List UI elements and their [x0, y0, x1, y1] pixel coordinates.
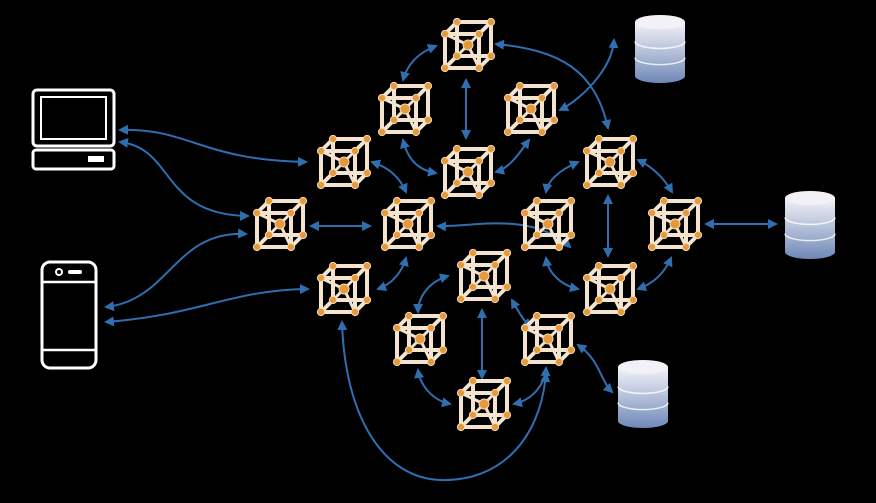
cube-node-icon: [440, 144, 496, 200]
cube-node-icon: [252, 196, 308, 252]
cube-node-icon: [377, 81, 433, 137]
connection-arrow: [542, 160, 580, 194]
cube-node-icon: [316, 261, 372, 317]
cube-node-icon: [392, 311, 448, 367]
connection-arrow: [118, 124, 308, 167]
client-devices: [31, 88, 116, 370]
connection-arrow: [558, 38, 619, 111]
connection-arrow: [414, 368, 452, 408]
cube-node-icon: [380, 196, 436, 252]
connection-arrow: [370, 159, 408, 194]
database-icon: [617, 360, 669, 428]
network-nodes: [252, 17, 703, 432]
cube-node-icon: [520, 311, 576, 367]
databases: [617, 15, 836, 428]
cube-node-icon: [456, 248, 512, 304]
connection-arrow: [494, 138, 531, 175]
database-icon: [634, 15, 686, 83]
cube-node-icon: [316, 134, 372, 190]
cube-node-icon: [582, 134, 638, 190]
connection-arrow: [636, 158, 674, 194]
smartphone-icon: [40, 260, 98, 370]
cube-node-icon: [520, 196, 576, 252]
cube-node-icon: [456, 376, 512, 432]
connection-arrow: [104, 284, 310, 327]
database-icon: [784, 191, 836, 259]
cube-node-icon: [582, 261, 638, 317]
connection-arrow: [542, 256, 580, 293]
cube-node-icon: [440, 17, 496, 73]
connection-arrow: [576, 343, 614, 394]
connection-arrow: [636, 256, 673, 292]
computer-icon: [31, 88, 116, 171]
connection-arrow: [376, 256, 409, 292]
connection-arrow: [104, 228, 248, 312]
connection-arrow: [400, 138, 438, 177]
connection-arrow: [118, 137, 250, 221]
cube-node-icon: [503, 81, 559, 137]
cube-node-icon: [647, 196, 703, 252]
connections: [104, 38, 778, 482]
connection-arrow: [337, 320, 551, 482]
connection-arrow: [400, 44, 438, 82]
connection-arrow: [413, 273, 450, 314]
